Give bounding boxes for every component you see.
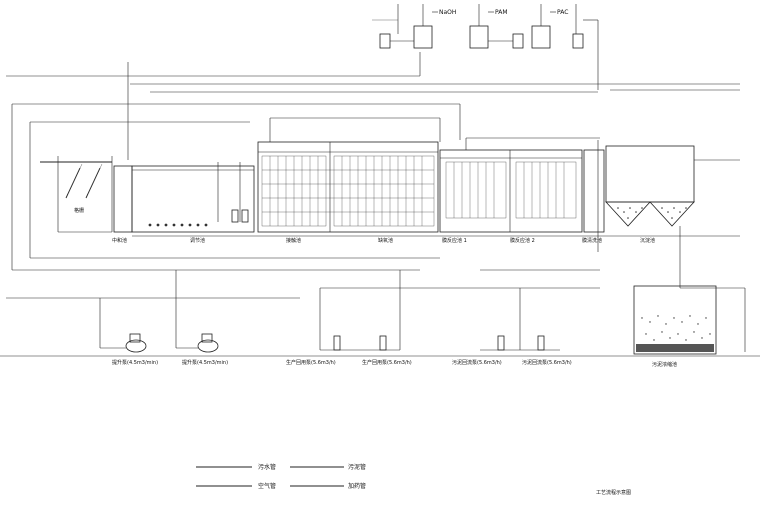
contact-tank [257, 141, 439, 233]
legend-dosing: 加药管 [348, 482, 366, 490]
regulating-label: 中和池 [112, 237, 127, 244]
naoh-label: NaOH [439, 9, 456, 16]
pac-label: PAC [557, 9, 568, 16]
dosing-pump-motor [572, 33, 584, 49]
pac-tank [531, 25, 551, 49]
regulating-tank [113, 165, 133, 233]
pam-label: PAM [495, 9, 508, 16]
pump4-label: 生产回用泵(5.6m3/h) [362, 359, 412, 366]
legend: 污水管 污泥管 空气管 加药管 工艺流程示意图 [196, 463, 631, 496]
pump1-label: 提升泵(4.5m3/min) [112, 359, 158, 366]
settle-label: 沉淀池 [640, 237, 655, 244]
biological-tanks: 接触池 缺氧池 [257, 117, 441, 244]
naoh-tank [413, 25, 433, 49]
pump2-label: 提升泵(4.5m3/min) [182, 359, 228, 366]
pump6-label: 污泥回流泵(5.6m3/h) [522, 359, 572, 366]
bio-media-columns [261, 155, 435, 227]
mbr-tank [439, 149, 583, 233]
aerobic2-label: 缺氧池 [378, 237, 393, 244]
settling-tank: 沉淀池 [605, 145, 740, 244]
pump3-label: 生产回用泵(5.6m3/h) [286, 359, 336, 366]
footnote: 工艺流程示意图 [596, 489, 631, 496]
anaerobic-tank [131, 165, 255, 233]
mbr-tanks: 膜反应池 1 膜反应池 2 膜清洗池 [439, 137, 605, 244]
pac-pump-motor [512, 33, 524, 49]
sludge-thickener: 污泥浓缩池 [633, 285, 717, 368]
lift-pump-2 [197, 339, 219, 353]
clear-label: 膜清洗池 [582, 237, 602, 244]
naoh-pump-motor [379, 33, 391, 49]
pump5-label: 污泥回流泵(5.6m3/h) [452, 359, 502, 366]
pam-tank [469, 25, 489, 49]
return-pumps [333, 335, 545, 351]
legend-sewage: 污水管 [258, 463, 276, 471]
legend-sludge: 污泥管 [348, 463, 366, 471]
mbr2-label: 膜反应池 2 [510, 237, 535, 244]
legend-air: 空气管 [258, 482, 276, 490]
mbr1-label: 膜反应池 1 [442, 237, 467, 244]
membrane-modules [445, 161, 577, 219]
screen-well: 格栅 [40, 156, 113, 233]
aeration-diffusers [148, 223, 208, 227]
pipe-network [6, 52, 746, 352]
anaerobic-label: 调节池 [190, 237, 205, 244]
clear-water-tank [583, 149, 605, 233]
dosing-area: NaOH PAM PAC [372, 4, 599, 90]
lift-pump-1 [125, 339, 147, 353]
sludge-label: 污泥浓缩池 [652, 361, 677, 368]
pump-area: 提升泵(4.5m3/min) 提升泵(4.5m3/min) 生产回用泵(5.6m… [0, 270, 760, 366]
grid-well-label: 格栅 [74, 207, 84, 214]
aerobic1-label: 接触池 [286, 237, 301, 244]
pretreatment-tanks: 中和池 调节池 [112, 162, 740, 244]
